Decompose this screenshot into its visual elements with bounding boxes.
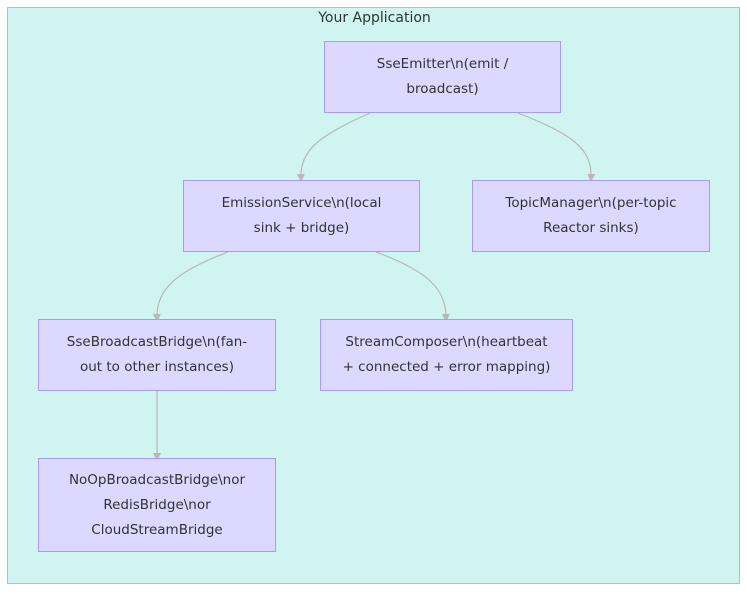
- node-topic-manager: TopicManager\n(per-topic Reactor sinks): [472, 180, 710, 252]
- edge-emitter-to-topic: [517, 112, 596, 182]
- node-emission-service-label: EmissionService\n(local sink + bridge): [221, 195, 382, 236]
- node-broadcast-bridge: SseBroadcastBridge\n(fan- out to other i…: [38, 319, 276, 391]
- edge-emitter-to-emission: [296, 112, 371, 182]
- node-topic-manager-label: TopicManager\n(per-topic Reactor sinks): [505, 195, 677, 236]
- node-broadcast-bridge-label: SseBroadcastBridge\n(fan- out to other i…: [66, 334, 248, 375]
- node-sse-emitter-label: SseEmitter\n(emit / broadcast): [376, 56, 509, 97]
- node-stream-composer-label: StreamComposer\n(heartbeat + connected +…: [342, 334, 551, 375]
- edge-emission-to-composer: [375, 251, 450, 322]
- edge-emission-to-bridge: [152, 251, 229, 322]
- node-bridge-implementations: NoOpBroadcastBridge\nor RedisBridge\nor …: [38, 458, 276, 552]
- node-stream-composer: StreamComposer\n(heartbeat + connected +…: [320, 319, 573, 391]
- node-bridge-implementations-label: NoOpBroadcastBridge\nor RedisBridge\nor …: [68, 471, 246, 538]
- node-emission-service: EmissionService\n(local sink + bridge): [183, 180, 420, 252]
- container-title: Your Application: [318, 10, 431, 26]
- node-sse-emitter: SseEmitter\n(emit / broadcast): [324, 41, 561, 113]
